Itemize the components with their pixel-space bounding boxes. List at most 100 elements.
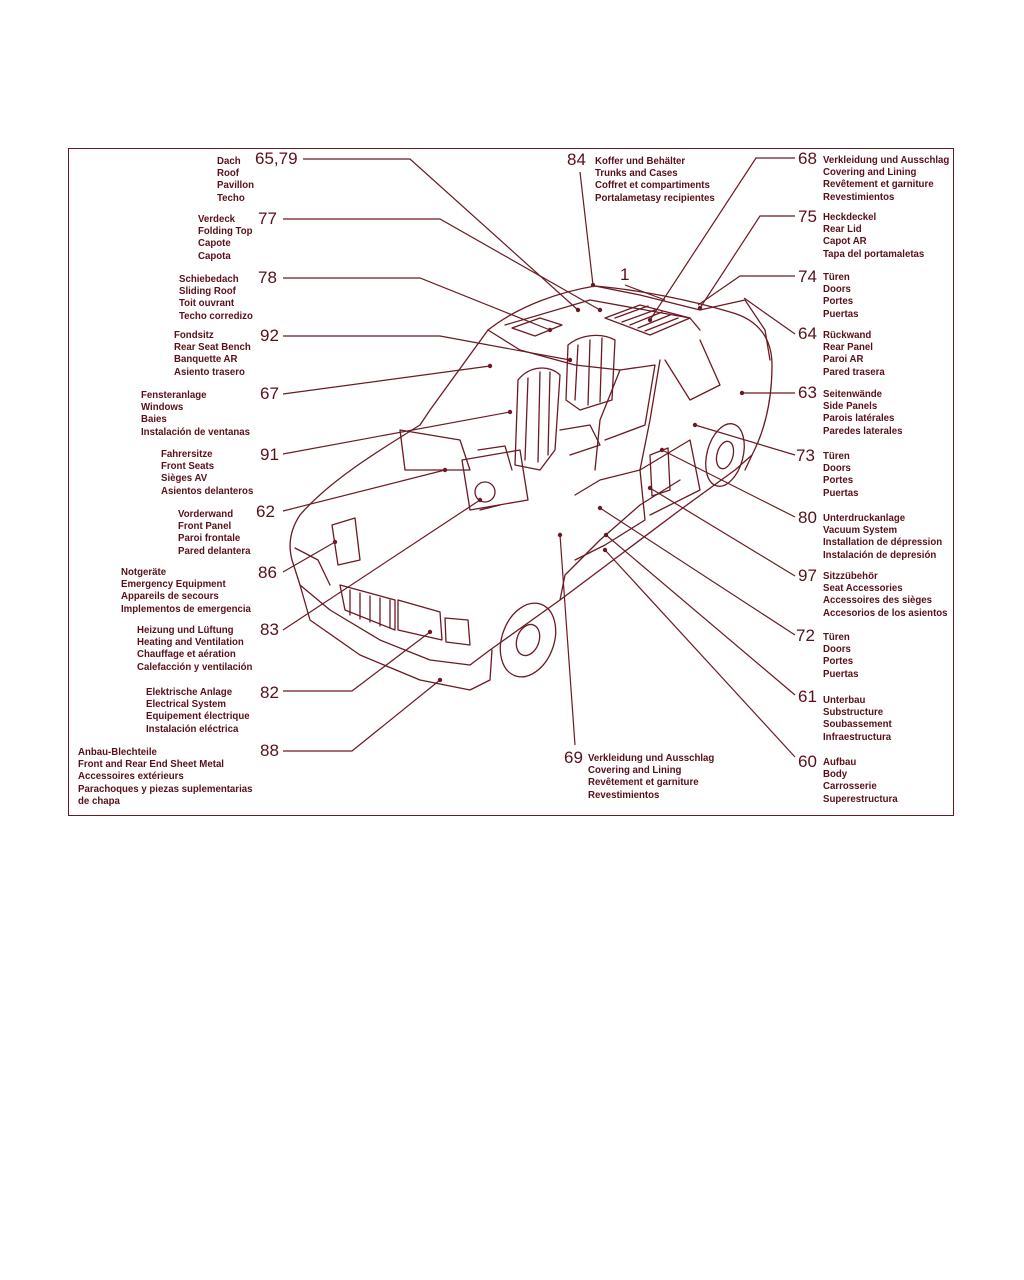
callout-label-line: Pared delantera bbox=[178, 544, 251, 557]
callout-number: 65,79 bbox=[255, 149, 298, 168]
callout-label-line: Doors bbox=[823, 643, 851, 656]
callout-label-line: Portes bbox=[823, 295, 854, 308]
car-headlight bbox=[397, 599, 443, 641]
callout-label-line: Installation de dépression bbox=[823, 536, 943, 549]
callout-number: 63 bbox=[798, 383, 817, 402]
callout-label-line: Substructure bbox=[823, 706, 884, 719]
leader-68 bbox=[649, 157, 795, 321]
callout-label-line: Revestimientos bbox=[823, 190, 895, 203]
callout-number: 62 bbox=[256, 502, 275, 521]
car-rear-deck bbox=[699, 299, 771, 361]
leader-91 bbox=[282, 411, 511, 455]
callout-label-line: Revêtement et garniture bbox=[823, 178, 934, 191]
callout-label-line: Electrical System bbox=[146, 698, 227, 711]
callout-label-line: Heizung und Lüftung bbox=[137, 624, 234, 636]
callout-label-line: Instalación de depresión bbox=[823, 548, 937, 561]
callout-label-line: Soubassement bbox=[823, 718, 892, 731]
callout-label-line: Seitenwände bbox=[823, 388, 883, 400]
callout-label-line: Covering and Lining bbox=[823, 166, 917, 179]
leader-dot-91 bbox=[507, 409, 513, 415]
callout-label-line: Instalación eléctrica bbox=[146, 722, 239, 735]
car-rear-roof-line bbox=[594, 285, 701, 311]
leader-dot-68 bbox=[647, 317, 653, 323]
callout-label-line: Fondsitz bbox=[174, 329, 214, 341]
car-front-seat-base bbox=[559, 424, 601, 456]
leader-64 bbox=[743, 297, 796, 335]
callout-label-line: Heckdeckel bbox=[823, 211, 877, 223]
car-rear-seat bbox=[565, 334, 616, 411]
car-front-face bbox=[291, 559, 491, 666]
callout-label-line: Elektrische Anlage bbox=[146, 686, 233, 698]
car-emergency-box bbox=[331, 517, 361, 566]
callout-label-line: Vorderwand bbox=[178, 508, 234, 520]
car-windshield bbox=[419, 329, 576, 426]
leader-72 bbox=[599, 507, 796, 636]
car-sliding-roof bbox=[511, 317, 563, 337]
callout-label-line: Appareils de secours bbox=[121, 590, 219, 603]
leader-62 bbox=[282, 469, 446, 512]
callout-label-line: Instalación de ventanas bbox=[141, 425, 250, 438]
callout-label-line: Rear Seat Bench bbox=[174, 341, 251, 354]
car-front-wheel bbox=[499, 602, 557, 678]
callout-number: 75 bbox=[798, 207, 817, 226]
callout-label-line: Tapa del portamaletas bbox=[823, 247, 925, 260]
callout-label-line: Sièges AV bbox=[161, 472, 208, 485]
callout-label-line: Chauffage et aération bbox=[137, 648, 236, 661]
leader-dot-60 bbox=[602, 547, 608, 553]
callout-label-line: Front Panel bbox=[178, 520, 232, 533]
callout-number: 77 bbox=[258, 209, 277, 228]
center-label: 1 bbox=[620, 265, 630, 284]
callout-label-line: Türen bbox=[823, 450, 850, 462]
callout-label-line: Sitzzübehör bbox=[823, 570, 878, 582]
callout-label-line: Calefacción y ventilación bbox=[137, 660, 253, 673]
diagram-frame bbox=[68, 148, 954, 816]
leader-84 bbox=[579, 171, 594, 286]
car-door-front bbox=[574, 469, 646, 561]
callout-number: 60 bbox=[798, 752, 817, 771]
callout-label-line: Emergency Equipment bbox=[121, 578, 226, 591]
callout-number: 74 bbox=[798, 267, 817, 286]
callout-number: 68 bbox=[798, 149, 817, 168]
callout-label-line: Roof bbox=[217, 167, 240, 180]
leader-88 bbox=[283, 679, 441, 752]
callout-label-line: Rückwand bbox=[823, 329, 872, 341]
leader-dot-84 bbox=[590, 282, 596, 288]
callout-label-line: Portes bbox=[823, 655, 854, 668]
callout-label-line: Toit ouvrant bbox=[179, 297, 235, 310]
callout-number: 67 bbox=[260, 384, 279, 403]
car-rear-outline bbox=[744, 364, 773, 471]
leader-78 bbox=[283, 277, 551, 331]
callout-number: 78 bbox=[258, 268, 277, 287]
leader-dot-63 bbox=[739, 390, 745, 396]
leader-97 bbox=[649, 487, 796, 577]
callout-label-line: Revêtement et garniture bbox=[588, 776, 699, 789]
callout-label-line: Capote bbox=[198, 237, 231, 250]
callout-label-line: Pared trasera bbox=[823, 365, 885, 378]
callout-label-line: Rear Panel bbox=[823, 341, 873, 354]
car-front-seat-lines bbox=[524, 371, 551, 463]
callout-label-line: Fensteranlage bbox=[141, 389, 207, 401]
leader-dot-86 bbox=[332, 539, 338, 545]
callout-label-line: Revestimientos bbox=[588, 788, 660, 801]
leader-1 bbox=[624, 284, 666, 301]
car-heater-details bbox=[477, 445, 513, 511]
callout-number: 69 bbox=[564, 748, 583, 767]
callout-number: 73 bbox=[796, 446, 815, 465]
leader-dot-80 bbox=[659, 447, 665, 453]
leader-61 bbox=[605, 534, 796, 696]
callout-label-line: Notgeräte bbox=[121, 566, 167, 578]
callout-label-line: Anbau-Blechteile bbox=[78, 746, 157, 758]
callout-number: 82 bbox=[260, 683, 279, 702]
leader-dot-65 bbox=[575, 307, 581, 313]
leader-dot-67 bbox=[487, 363, 493, 369]
leader-dot-75 bbox=[697, 305, 703, 311]
leader-dot-82 bbox=[427, 629, 433, 635]
